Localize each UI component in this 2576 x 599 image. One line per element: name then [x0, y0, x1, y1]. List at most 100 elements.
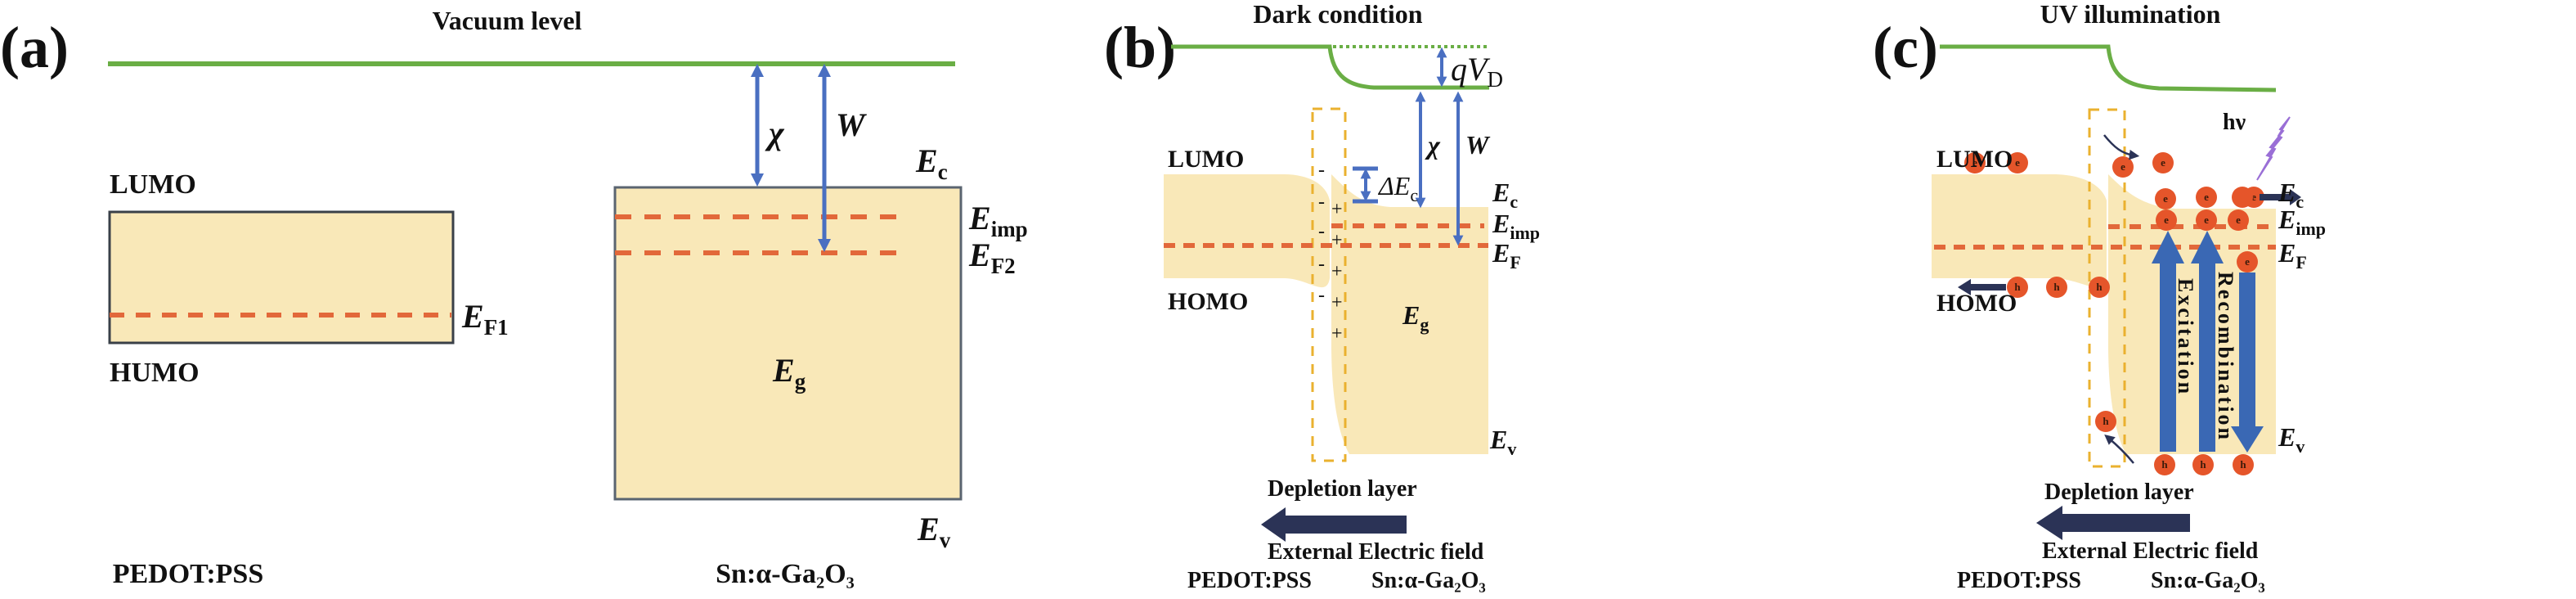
svg-text:e: e: [2245, 255, 2250, 268]
ev-label: Ev: [2278, 422, 2304, 457]
pedot-material-label: PEDOT:PSS: [113, 559, 264, 589]
panel-a: (a) Vacuum level LUMO HUMO EF1 χ W Ec Ei…: [0, 6, 1028, 589]
excitation-label: Excitation: [2174, 278, 2197, 396]
lumo-label: LUMO: [1168, 146, 1244, 173]
electron: e: [1964, 152, 1986, 173]
hole: h: [2233, 454, 2254, 475]
hole: h: [2192, 454, 2214, 475]
electron-transfer-arrow: [2103, 134, 2140, 160]
electron-flow-arrow: [2260, 189, 2301, 205]
positive-charge: +: [1331, 199, 1343, 220]
svg-text:e: e: [2251, 191, 2256, 203]
holes: h h h h h h h: [2007, 277, 2254, 475]
electron: e: [2112, 156, 2134, 178]
ef1-label: EF1: [461, 298, 509, 340]
negative-charge: -: [1318, 191, 1325, 213]
ga2o3-band-box: [613, 186, 963, 501]
eimp-label: Eimp: [968, 200, 1028, 241]
svg-text:e: e: [2163, 192, 2168, 205]
svg-text:h: h: [2161, 458, 2168, 471]
svg-text:e: e: [2015, 156, 2020, 169]
chi-label: χ: [765, 115, 785, 151]
external-field-label: External Electric field: [2042, 538, 2259, 564]
negative-charge: -: [1318, 221, 1325, 242]
panel-c-label: (c): [1873, 15, 1938, 80]
pedot-material-label: PEDOT:PSS: [1957, 568, 2081, 593]
recombination-label: Recombination: [2214, 272, 2237, 442]
ef-label: EF: [1492, 238, 1521, 272]
negative-charge: -: [1318, 160, 1325, 181]
negative-charge: -: [1318, 254, 1325, 275]
panel-b-label: (b): [1104, 15, 1176, 80]
w-label: W: [836, 106, 867, 143]
excitation-arrow: [2191, 231, 2224, 452]
svg-text:e: e: [2204, 191, 2209, 203]
eimp-label: Eimp: [1492, 209, 1540, 243]
band-offset-bracket: [1353, 166, 1378, 204]
electron: e: [2007, 152, 2028, 173]
svg-text:h: h: [2053, 281, 2060, 293]
electron: e: [2237, 251, 2258, 272]
positive-charge: +: [1331, 261, 1343, 282]
svg-text:e: e: [2164, 214, 2169, 226]
electrons: e e e e e e e e e e e: [1964, 152, 2264, 272]
ef2-label: EF2: [968, 236, 1016, 278]
w-label: W: [1465, 130, 1491, 160]
svg-text:e: e: [2120, 160, 2125, 173]
lumo-label: LUMO: [110, 169, 196, 200]
electron: e: [2152, 152, 2174, 173]
ec-label: Ec: [915, 142, 948, 184]
pedot-band-box: [108, 210, 455, 345]
lightning-icon: [2256, 116, 2291, 181]
photon-label: hν: [2223, 110, 2246, 135]
hole: h: [2007, 277, 2028, 298]
chi-label: χ: [1425, 130, 1441, 160]
excitation-arrow: [2152, 231, 2184, 452]
delta-ec-label: ΔEc: [1377, 171, 1418, 205]
positive-charge: +: [1331, 230, 1343, 251]
svg-text:h: h: [2200, 458, 2206, 471]
homo-label: HOMO: [1936, 290, 2017, 317]
pedot-band: [1932, 174, 2107, 288]
eg-label: Eg: [772, 352, 806, 394]
panel-c: (c) UV illumination Excitation Recombina…: [1873, 0, 2326, 593]
hole-transfer-arrow: [2104, 434, 2134, 464]
vacuum-level-curve: [1940, 44, 2277, 92]
hole: h: [2154, 454, 2175, 475]
svg-text:h: h: [2240, 458, 2246, 471]
ga2o3-material-label: Sn:α-Ga₂O₃: [2151, 568, 2265, 593]
qvd-label: qVD: [1451, 51, 1503, 92]
pedot-material-label: PEDOT:PSS: [1187, 568, 1312, 593]
positive-charge: +: [1331, 292, 1343, 313]
depletion-region-box: [1311, 107, 1347, 462]
svg-text:e: e: [1972, 156, 1977, 169]
positive-charge: +: [1331, 323, 1343, 345]
ec-label: Ec: [2278, 178, 2304, 212]
recombination-arrow: [2231, 272, 2264, 453]
homo-label: HOMO: [1168, 288, 1248, 315]
svg-text:e: e: [2236, 214, 2241, 226]
electron: e: [2196, 209, 2217, 231]
lumo-label: LUMO: [1936, 146, 2013, 173]
ec-label: Ec: [1492, 178, 1518, 212]
ev-label: Ev: [1489, 425, 1516, 459]
electron: e: [2228, 209, 2249, 231]
vacuum-level-title: Vacuum level: [433, 6, 582, 35]
electric-field-arrow: [1261, 507, 1407, 542]
hole: h: [2046, 277, 2067, 298]
electron: e: [2196, 187, 2217, 208]
uv-illumination-title: UV illumination: [2040, 0, 2221, 29]
svg-text:e: e: [2204, 214, 2209, 226]
depletion-layer-label: Depletion layer: [1268, 476, 1417, 502]
ga2o3-material-label: Sn:α-Ga₂O₃: [1371, 568, 1486, 593]
eg-label: Eg: [1402, 300, 1429, 335]
electric-field-arrow: [2036, 506, 2190, 540]
ef-label: EF: [2278, 238, 2307, 272]
hole: h: [2089, 277, 2110, 298]
electron: [2232, 187, 2253, 208]
pedot-band: [1164, 174, 1330, 288]
svg-text:h: h: [2096, 281, 2103, 293]
svg-text:h: h: [2014, 281, 2021, 293]
hole-flow-arrow: [1958, 279, 2006, 295]
